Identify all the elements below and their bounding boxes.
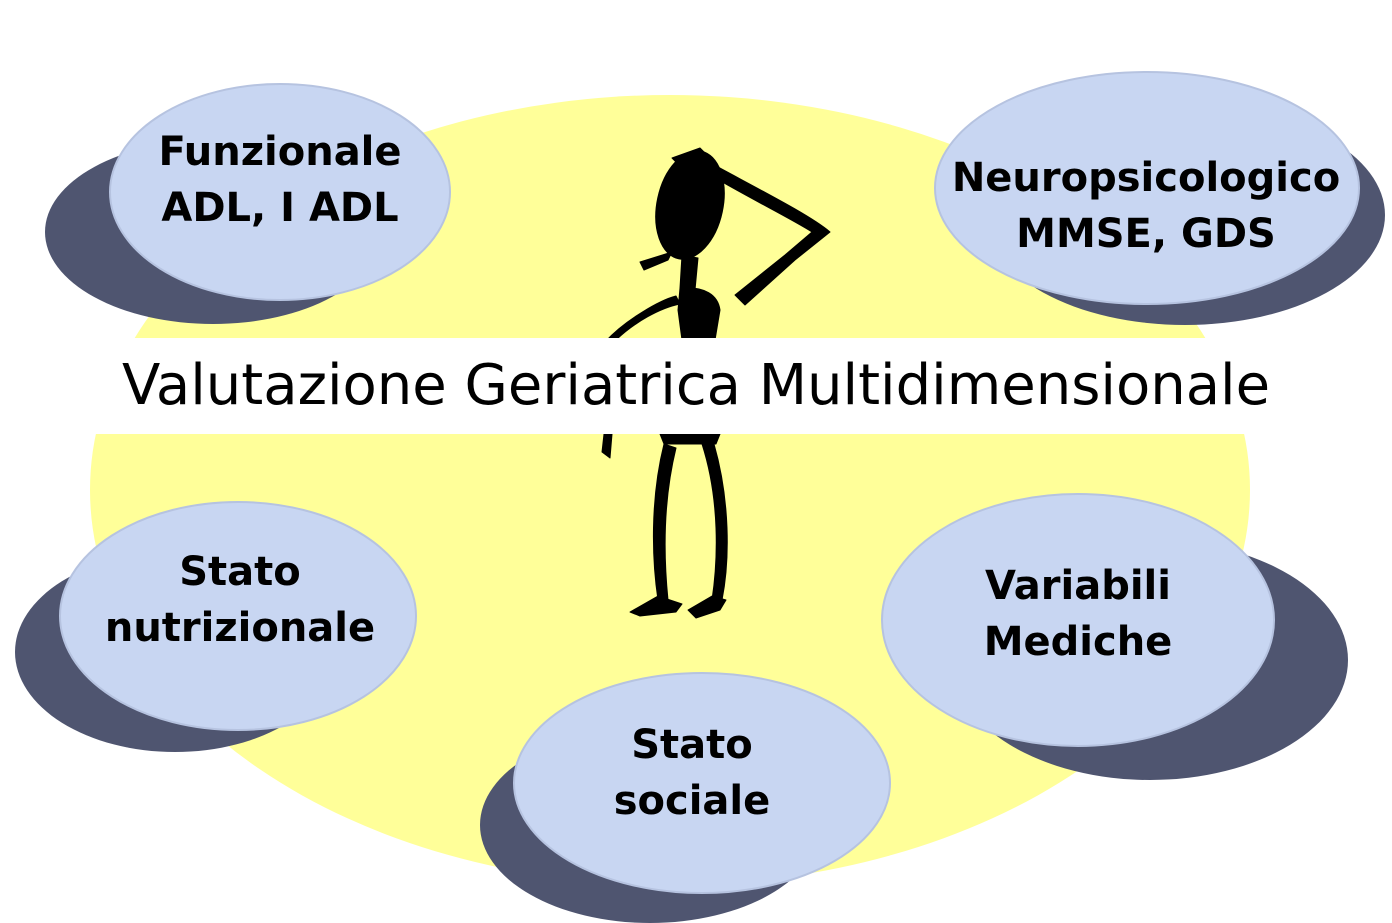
title-banner bbox=[0, 338, 1392, 434]
disk-label-line1: Neuropsicologico bbox=[951, 155, 1341, 201]
disk-label-line1: Variabili bbox=[985, 563, 1171, 609]
disk-label-line2: nutrizionale bbox=[104, 605, 376, 651]
disk-label-line2: Mediche bbox=[983, 619, 1173, 665]
disk-label: Variabili Mediche bbox=[880, 558, 1276, 670]
disk-label-line1: Funzionale bbox=[158, 129, 402, 175]
dimension-disk-funzionale: Funzionale ADL, I ADL bbox=[25, 42, 455, 332]
disk-shape bbox=[881, 493, 1348, 780]
disk-shape bbox=[480, 672, 891, 923]
disk-label: Stato sociale bbox=[506, 717, 878, 829]
dimension-disk-sociale: Stato sociale bbox=[470, 665, 910, 923]
disk-label-line2: MMSE, GDS bbox=[1016, 211, 1276, 257]
disk-shape bbox=[934, 71, 1385, 325]
disk-label-line2: sociale bbox=[613, 778, 771, 824]
dimension-disk-medica: Variabili Mediche bbox=[880, 470, 1360, 790]
disk-label-line1: Stato bbox=[179, 549, 301, 595]
dimension-disk-nutrizionale: Stato nutrizionale bbox=[10, 490, 430, 770]
disk-shape bbox=[45, 83, 451, 324]
disk-label: Funzionale ADL, I ADL bbox=[80, 124, 480, 236]
disk-label-line1: Stato bbox=[631, 722, 753, 768]
disk-label: Neuropsicologico MMSE, GDS bbox=[915, 150, 1377, 262]
disk-label: Stato nutrizionale bbox=[50, 544, 430, 656]
page-title: Valutazione Geriatrica Multidimensionale bbox=[121, 353, 1271, 418]
disk-label-line2: ADL, I ADL bbox=[161, 185, 399, 231]
dimension-disk-neuropsicologico: Neuropsicologico MMSE, GDS bbox=[915, 40, 1392, 350]
disk-shape bbox=[15, 501, 417, 752]
